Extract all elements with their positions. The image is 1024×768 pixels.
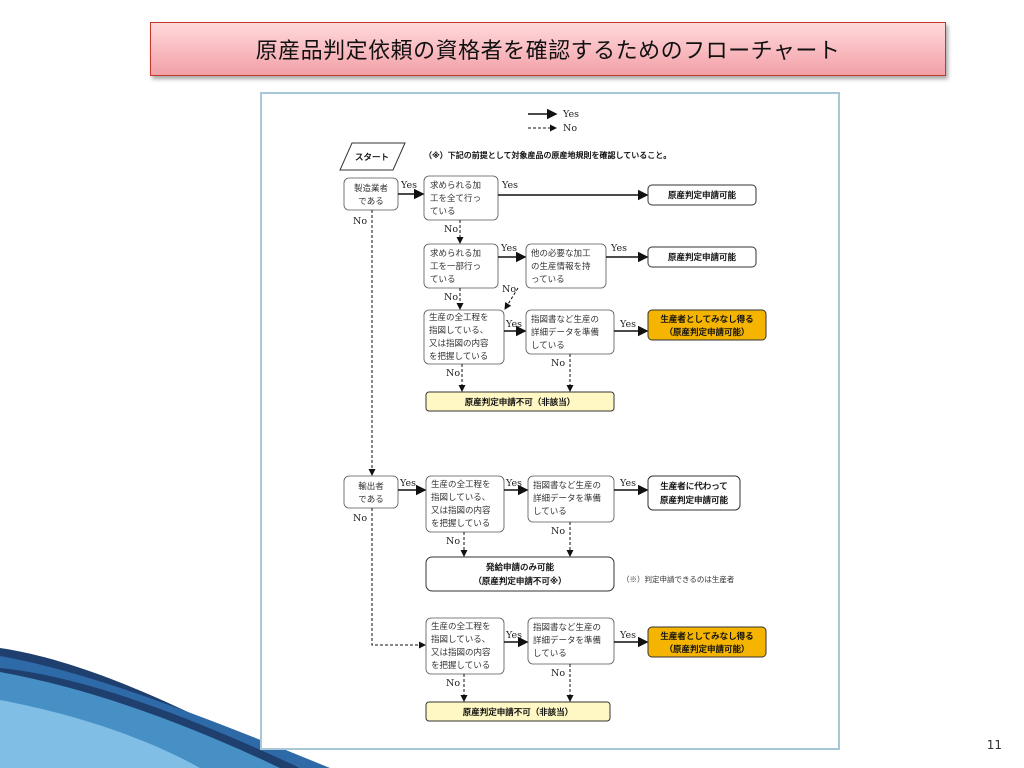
node-text-detail-1: 指図書など生産の詳細データを準備している	[531, 314, 600, 351]
svg-text:Yes: Yes	[505, 319, 522, 330]
svg-text:No: No	[353, 513, 367, 524]
slide-title-box: 原産品判定依頼の資格者を確認するためのフローチャート	[150, 22, 946, 76]
svg-text:原産判定申請可能: 原産判定申請可能	[668, 252, 737, 263]
svg-text:Yes: Yes	[399, 478, 416, 489]
svg-text:Yes: Yes	[501, 180, 518, 191]
node-text-direct-all-1: 生産の全工程を指図している、又は指図の内容を把握している	[429, 312, 489, 362]
node-direct-all-1	[423, 309, 505, 365]
start-node	[339, 142, 406, 171]
node-direct-all-3	[425, 617, 505, 675]
svg-text:原産判定申請不可（非該当）: 原産判定申請不可（非該当）	[465, 397, 576, 408]
result-deemed-producer-1	[647, 309, 767, 341]
svg-text:Yes: Yes	[619, 630, 636, 641]
slide-title: 原産品判定依頼の資格者を確認するためのフローチャート	[255, 39, 841, 64]
legend: Yes No	[528, 108, 579, 134]
no-arrows	[368, 210, 574, 702]
node-text-direct-all-3: 生産の全工程を指図している、又は指図の内容を把握している	[431, 621, 491, 671]
yes-labels: Yes Yes Yes Yes Yes Yes Yes Yes Yes Yes …	[399, 180, 636, 641]
svg-text:No: No	[446, 536, 460, 547]
svg-text:Yes: Yes	[619, 319, 636, 330]
node-other-info	[525, 243, 607, 289]
svg-text:No: No	[444, 224, 458, 235]
svg-text:No: No	[551, 668, 565, 679]
result-text-deemed-2: 生産者としてみなし得る（原産判定申請可能）	[660, 631, 753, 655]
node-text-full-process: 求められる加工を全て行っている	[430, 180, 481, 217]
svg-text:No: No	[502, 284, 516, 295]
svg-text:Yes: Yes	[505, 630, 522, 641]
svg-text:No: No	[353, 216, 367, 227]
result-text-issue-only: 発給申請のみ可能（原産判定申請不可※）	[473, 562, 566, 587]
node-text-direct-all-2: 生産の全工程を指図している、又は指図の内容を把握している	[431, 479, 491, 529]
svg-text:Yes: Yes	[619, 478, 636, 489]
node-text-manufacturer: 製造業者である	[354, 183, 389, 207]
svg-text:Yes: Yes	[505, 478, 522, 489]
node-text-partial-process: 求められる加工を一部行っている	[430, 248, 481, 285]
svg-text:No: No	[444, 292, 458, 303]
yes-arrows	[398, 188, 649, 648]
start-label: スタート	[355, 152, 389, 163]
result-issue-only	[425, 556, 615, 592]
side-note: （※）判定申請できるのは生産者	[622, 574, 735, 584]
node-text-other-info: 他の必要な加工の生産情報を持っている	[531, 248, 591, 285]
no-labels: No No No No No No No No No No No	[353, 216, 565, 689]
node-detail-2	[527, 475, 615, 523]
node-text-exporter: 輸出者である	[358, 481, 384, 505]
legend-yes: Yes	[562, 109, 579, 120]
page-number: 11	[986, 738, 1002, 752]
svg-text:原産判定申請不可（非該当）: 原産判定申請不可（非該当）	[463, 707, 574, 718]
legend-no: No	[563, 123, 577, 134]
node-direct-all-2	[425, 475, 505, 533]
svg-text:No: No	[446, 368, 460, 379]
svg-text:原産判定申請可能: 原産判定申請可能	[668, 190, 737, 201]
node-partial-process	[423, 243, 499, 289]
premise-note: （※）下記の前提として対象産品の原産地規則を確認していること。	[424, 150, 671, 160]
svg-text:No: No	[551, 358, 565, 369]
svg-text:Yes: Yes	[400, 180, 417, 191]
svg-text:Yes: Yes	[610, 243, 627, 254]
node-text-detail-2: 指図書など生産の詳細データを準備している	[533, 480, 602, 517]
result-text-on-behalf: 生産者に代わって原産判定申請可能	[660, 481, 729, 506]
node-exporter	[343, 475, 399, 509]
svg-text:Yes: Yes	[500, 243, 517, 254]
result-not-possible-2	[425, 701, 611, 722]
node-text-detail-3: 指図書など生産の詳細データを準備している	[533, 622, 602, 659]
svg-text:No: No	[551, 526, 565, 537]
result-text-deemed-1: 生産者としてみなし得る（原産判定申請可能）	[660, 314, 753, 338]
result-not-possible-1	[425, 391, 615, 412]
svg-text:No: No	[446, 678, 460, 689]
